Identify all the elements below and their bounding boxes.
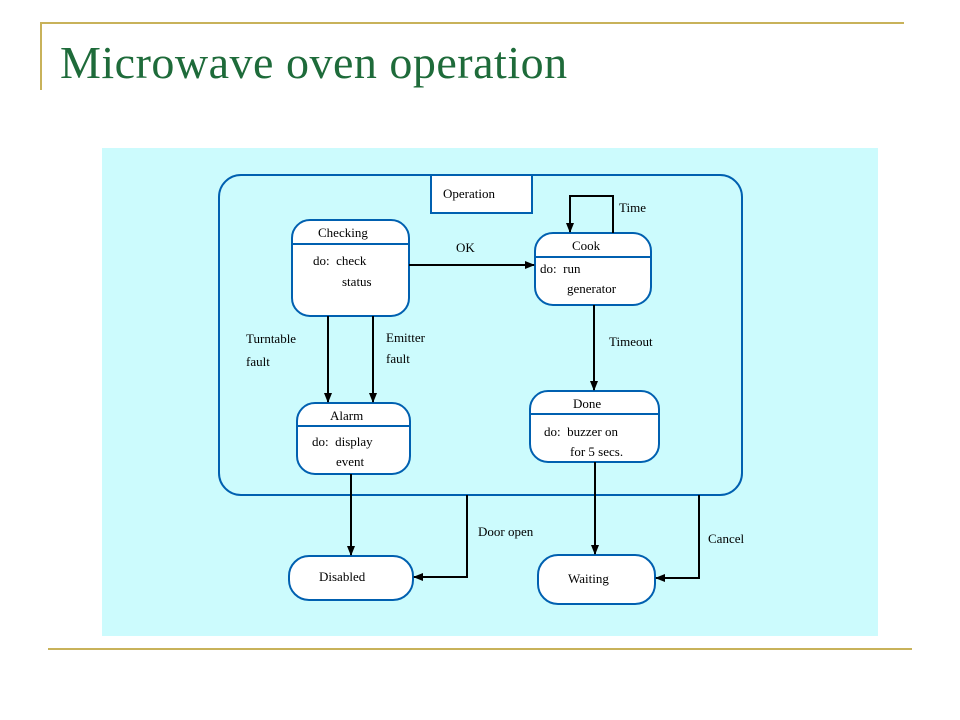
- operation-label: Operation: [443, 186, 495, 201]
- state-cook-name: Cook: [572, 238, 601, 253]
- state-disabled-name: Disabled: [319, 569, 366, 584]
- transition-door-open-label: Door open: [478, 524, 534, 539]
- transition-ok-label: OK: [456, 240, 475, 255]
- state-alarm[interactable]: Alarm do: display event: [296, 402, 411, 475]
- state-cook-activity-line1: do: run: [540, 261, 581, 276]
- state-checking-activity-line1: do: check: [313, 253, 367, 268]
- state-done[interactable]: Done do: buzzer on for 5 secs.: [529, 390, 660, 463]
- state-done-activity-line2: for 5 secs.: [570, 444, 623, 459]
- frame-line-top: [40, 22, 904, 24]
- slide-title: Microwave oven operation: [60, 37, 568, 88]
- transition-time-arrow: [566, 195, 614, 233]
- transition-turntable-fault-label-line2: fault: [246, 354, 270, 369]
- frame-line-left: [40, 22, 42, 90]
- transition-cancel-label: Cancel: [708, 531, 744, 546]
- state-cook[interactable]: Cook do: run generator: [534, 232, 652, 306]
- state-checking-activity-line2: status: [342, 274, 372, 289]
- state-alarm-activity-line2: event: [336, 454, 365, 469]
- state-alarm-activity-line1: do: display: [312, 434, 373, 449]
- state-done-name: Done: [573, 396, 601, 411]
- state-done-activity-line1: do: buzzer on: [544, 424, 619, 439]
- frame-line-bottom: [48, 648, 912, 650]
- operation-label-box: [430, 174, 533, 214]
- transition-emitter-fault-label-line1: Emitter: [386, 330, 426, 345]
- transition-door-open-arrow: [413, 495, 468, 581]
- state-waiting-name: Waiting: [568, 571, 609, 586]
- state-waiting[interactable]: Waiting: [537, 554, 656, 605]
- transition-turntable-fault-label-line1: Turntable: [246, 331, 296, 346]
- state-disabled[interactable]: Disabled: [288, 555, 414, 601]
- transition-timeout-label: Timeout: [609, 334, 653, 349]
- diagram-panel: [102, 148, 878, 636]
- state-cook-activity-line2: generator: [567, 281, 617, 296]
- state-checking[interactable]: Checking do: check status: [291, 219, 410, 317]
- transition-emitter-fault-label-line2: fault: [386, 351, 410, 366]
- transition-time-label: Time: [619, 200, 646, 215]
- state-alarm-name: Alarm: [330, 408, 363, 423]
- transition-cancel-arrow: [655, 495, 700, 582]
- state-checking-name: Checking: [318, 225, 368, 240]
